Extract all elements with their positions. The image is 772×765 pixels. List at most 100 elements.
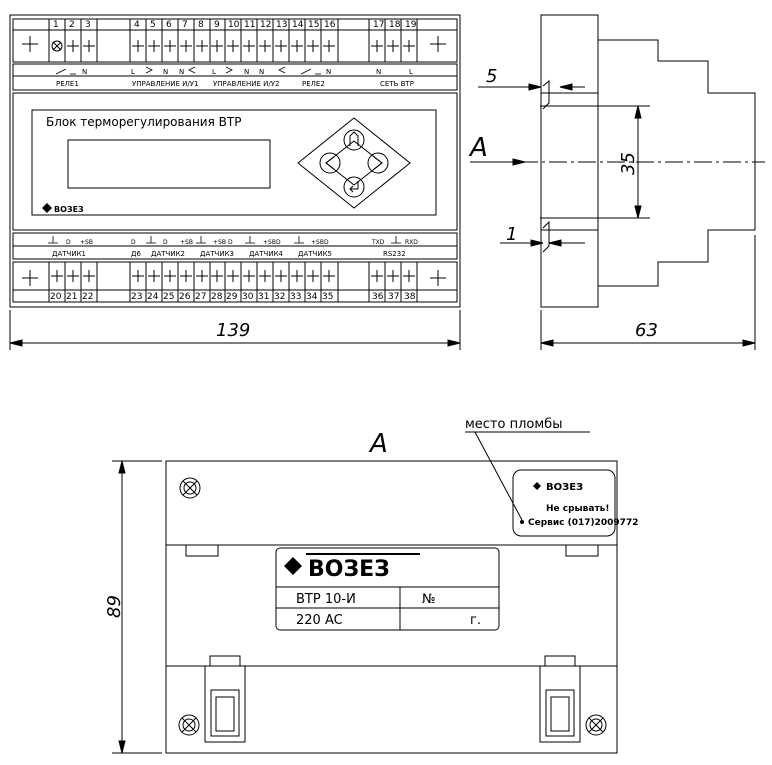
signal-l-1: L	[131, 68, 135, 76]
signal-n-3: N	[179, 68, 184, 76]
plate-model: ВТР 10-И	[296, 592, 356, 607]
terminal-28: 28	[211, 292, 223, 302]
terminal-25: 25	[163, 292, 174, 302]
top-terminal-screws	[22, 19, 446, 62]
terminal-4: 4	[134, 20, 140, 30]
front-logo-text: ВОЗЕЗ	[54, 205, 84, 214]
sticker-line1: Не срывать!	[546, 504, 609, 514]
seal-label: место пломбы	[465, 417, 562, 432]
bsig-1: D	[66, 239, 71, 246]
terminal-14: 14	[292, 20, 304, 30]
bottom-terminal-numbers: 20 21 22 23 24 25 26 27 28 29 30 31 32 3…	[50, 292, 416, 302]
terminal-32: 32	[274, 292, 285, 302]
bsig-6: D	[228, 239, 233, 246]
side-outline	[540, 14, 756, 308]
bottom-signal-labels: D +SB D D +SB D +SB D +SB D +SB TXD RXD	[66, 239, 418, 246]
terminal-19: 19	[405, 20, 417, 30]
top-signal-text: N L N N L N N N N L	[82, 68, 413, 76]
left-button[interactable]	[319, 152, 341, 174]
dim-height-value: 89	[104, 595, 125, 618]
terminal-3: 3	[85, 20, 91, 30]
label-upr-iu2: УПРАВЛЕНИЕ И/У2	[213, 80, 280, 88]
front-logo: ВОЗЕЗ	[42, 203, 84, 214]
dim-35-value: 35	[618, 152, 639, 175]
view-label-a-bottom: A	[368, 429, 388, 459]
terminal-37: 37	[388, 292, 399, 302]
signal-l-2: L	[212, 68, 216, 76]
nameplate	[275, 547, 500, 631]
signal-n-2: N	[163, 68, 168, 76]
terminal-36: 36	[372, 292, 384, 302]
top-signal-labels	[55, 66, 321, 75]
dim-width	[9, 310, 461, 350]
sticker-content: ВОЗЕЗ Не срывать! Сервис (017)2009772	[528, 482, 638, 528]
signal-l-3: L	[409, 68, 413, 76]
enter-button[interactable]	[343, 176, 365, 198]
back-outline	[165, 460, 618, 754]
terminal-18: 18	[389, 20, 401, 30]
dim-width-value: 139	[216, 320, 250, 341]
terminal-20: 20	[50, 292, 62, 302]
signal-n-4: N	[244, 68, 249, 76]
top-terminal-numbers: 1 2 3 4 5 6 7 8 9 10 11 12 13 14 15 16 1…	[53, 20, 417, 30]
bsig-7: +SB	[263, 239, 276, 246]
label-datchik5: ДАТЧИК5	[298, 250, 332, 258]
plate-number-label: №	[422, 592, 436, 607]
terminal-21: 21	[66, 292, 77, 302]
bsig-rxd: RXD	[405, 239, 418, 246]
bsig-10: D	[324, 239, 329, 246]
up-button[interactable]	[343, 129, 365, 151]
bottom-group-labels: ДАТЧИК1 Д6 ДАТЧИК2 ДАТЧИК3 ДАТЧИК4 ДАТЧИ…	[52, 250, 406, 258]
plate-year-label: г.	[470, 613, 481, 628]
terminal-2: 2	[69, 20, 75, 30]
terminal-8: 8	[198, 20, 204, 30]
dim-1-value: 1	[506, 224, 517, 245]
sticker-logo: ВОЗЕЗ	[546, 482, 583, 493]
ground-symbols	[48, 236, 401, 244]
right-button[interactable]	[367, 152, 389, 174]
label-rele1: РЕЛЕ1	[56, 80, 79, 88]
lcd-screen	[67, 139, 271, 189]
din-latch-left	[204, 655, 246, 743]
signal-n-7: N	[376, 68, 381, 76]
terminal-33: 33	[290, 292, 301, 302]
plate-logo-mark-icon	[284, 557, 302, 575]
terminal-26: 26	[179, 292, 191, 302]
front-view	[9, 14, 461, 308]
terminal-35: 35	[322, 292, 333, 302]
top-terminal-block	[12, 18, 458, 63]
bsig-2: +SB	[80, 239, 93, 246]
terminal-12: 12	[260, 20, 271, 30]
signal-n-1: N	[82, 68, 87, 76]
terminal-30: 30	[242, 292, 254, 302]
bsig-8: D	[276, 239, 281, 246]
bsig-5: +SB	[213, 239, 226, 246]
back-view	[112, 431, 618, 754]
screw-bottom-right-icon	[585, 714, 607, 736]
label-datchik3: ДАТЧИК3	[200, 250, 234, 258]
display-title: Блок терморегулирования ВТР	[46, 115, 241, 129]
view-label-a: A	[468, 133, 488, 163]
terminal-27: 27	[195, 292, 206, 302]
enter-icon	[349, 181, 359, 193]
bsig-txd: TXD	[371, 239, 385, 246]
display-frame	[31, 109, 437, 216]
label-rele2: РЕЛЕ2	[302, 80, 325, 88]
terminal-7: 7	[182, 20, 188, 30]
keypad-outline	[297, 117, 411, 209]
bsig-4: D	[163, 239, 168, 246]
screw-top-left-icon	[179, 477, 201, 499]
bsig-9: +SB	[311, 239, 324, 246]
keypad	[297, 117, 411, 209]
terminal-38: 38	[404, 292, 416, 302]
left-arrow-icon	[325, 156, 335, 170]
terminal-34: 34	[306, 292, 318, 302]
plate-logo: ВОЗЕЗ	[308, 557, 390, 582]
front-outline	[9, 14, 461, 308]
bottom-terminal-block	[12, 261, 458, 303]
bottom-terminal-screws	[22, 262, 446, 302]
terminal-15: 15	[308, 20, 319, 30]
terminal-31: 31	[258, 292, 269, 302]
din-latch-right	[539, 655, 581, 743]
